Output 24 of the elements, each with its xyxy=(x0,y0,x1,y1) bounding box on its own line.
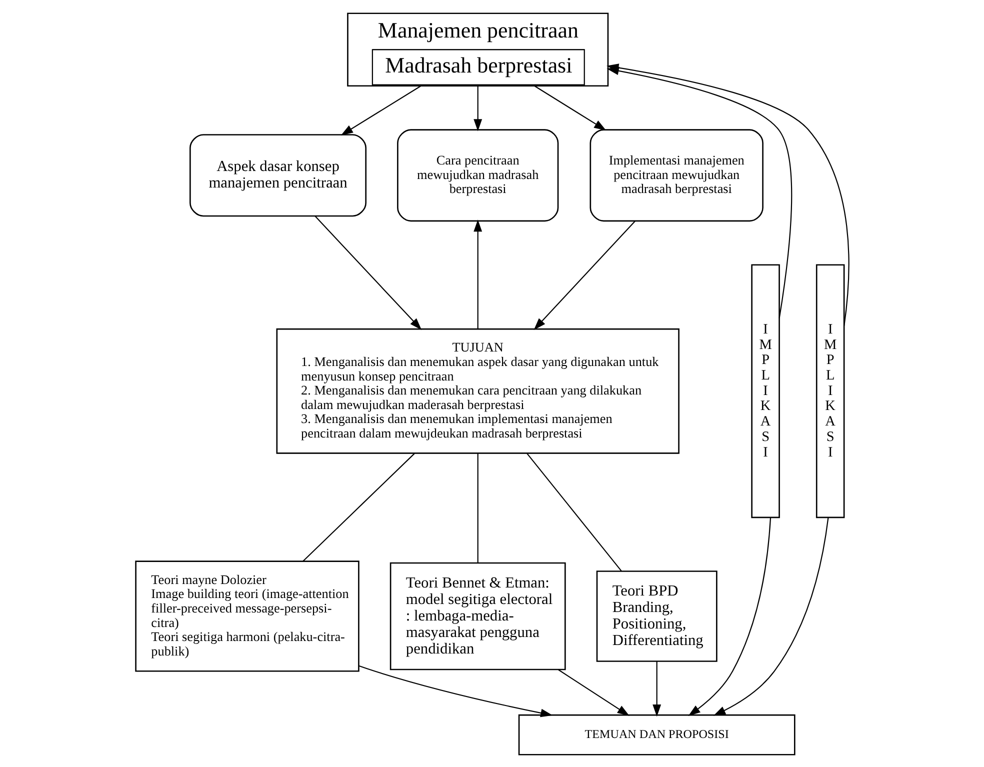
node-box: Aspek dasar konsep manajemen pencitraan xyxy=(189,134,366,216)
arrow xyxy=(340,85,420,135)
arrow xyxy=(652,660,661,716)
node-box: Teori Bennet & Etman: model segitiga electoral : lembaga-media-masyarakat pengguna pendidikan xyxy=(389,562,566,670)
node-box: Teori mayne Dolozier Image building teori (image-attention filler-preceived message-persepsi-citra) Teori segitiga harmoni (pelaku-citra-publik) xyxy=(134,560,359,672)
arrow xyxy=(358,664,552,717)
arrow xyxy=(712,517,828,716)
node-box: Implementasi manajemen pencitraan mewujudkan madrasah berprestasi xyxy=(589,128,763,222)
node-box: Cara pencitraan mewujudkan madrasah berprestasi xyxy=(396,128,558,222)
arrow xyxy=(473,219,482,328)
arrow xyxy=(534,85,606,130)
node-box: TEMUAN DAN PROPOSISI xyxy=(518,714,795,755)
arrow xyxy=(558,668,629,716)
connector xyxy=(302,452,414,562)
node-box: I M P L I K A S I xyxy=(815,264,844,518)
arrow xyxy=(314,215,422,330)
node-box: Teori BPD Branding, Positioning, Differentiating xyxy=(596,570,717,662)
arrow xyxy=(473,86,482,131)
arrow xyxy=(688,517,771,716)
arrow xyxy=(533,220,635,330)
node-box: TUJUAN 1. Menganalisis dan menemukan aspek dasar yang digunakan untuk menyusun konsep pencitraan 2. Menganalisis dan menemukan cara pencitraan yang dilakukan dalam mewujudkan maderasah berprestasi 3. Menganalisis dan menemukan implementasi manajemen pencitraan dalam mewujdeukan madrasah berprestasi xyxy=(276,328,679,454)
connector xyxy=(526,452,622,571)
node-box: I M P L I K A S I xyxy=(750,264,780,518)
connector xyxy=(476,452,478,562)
